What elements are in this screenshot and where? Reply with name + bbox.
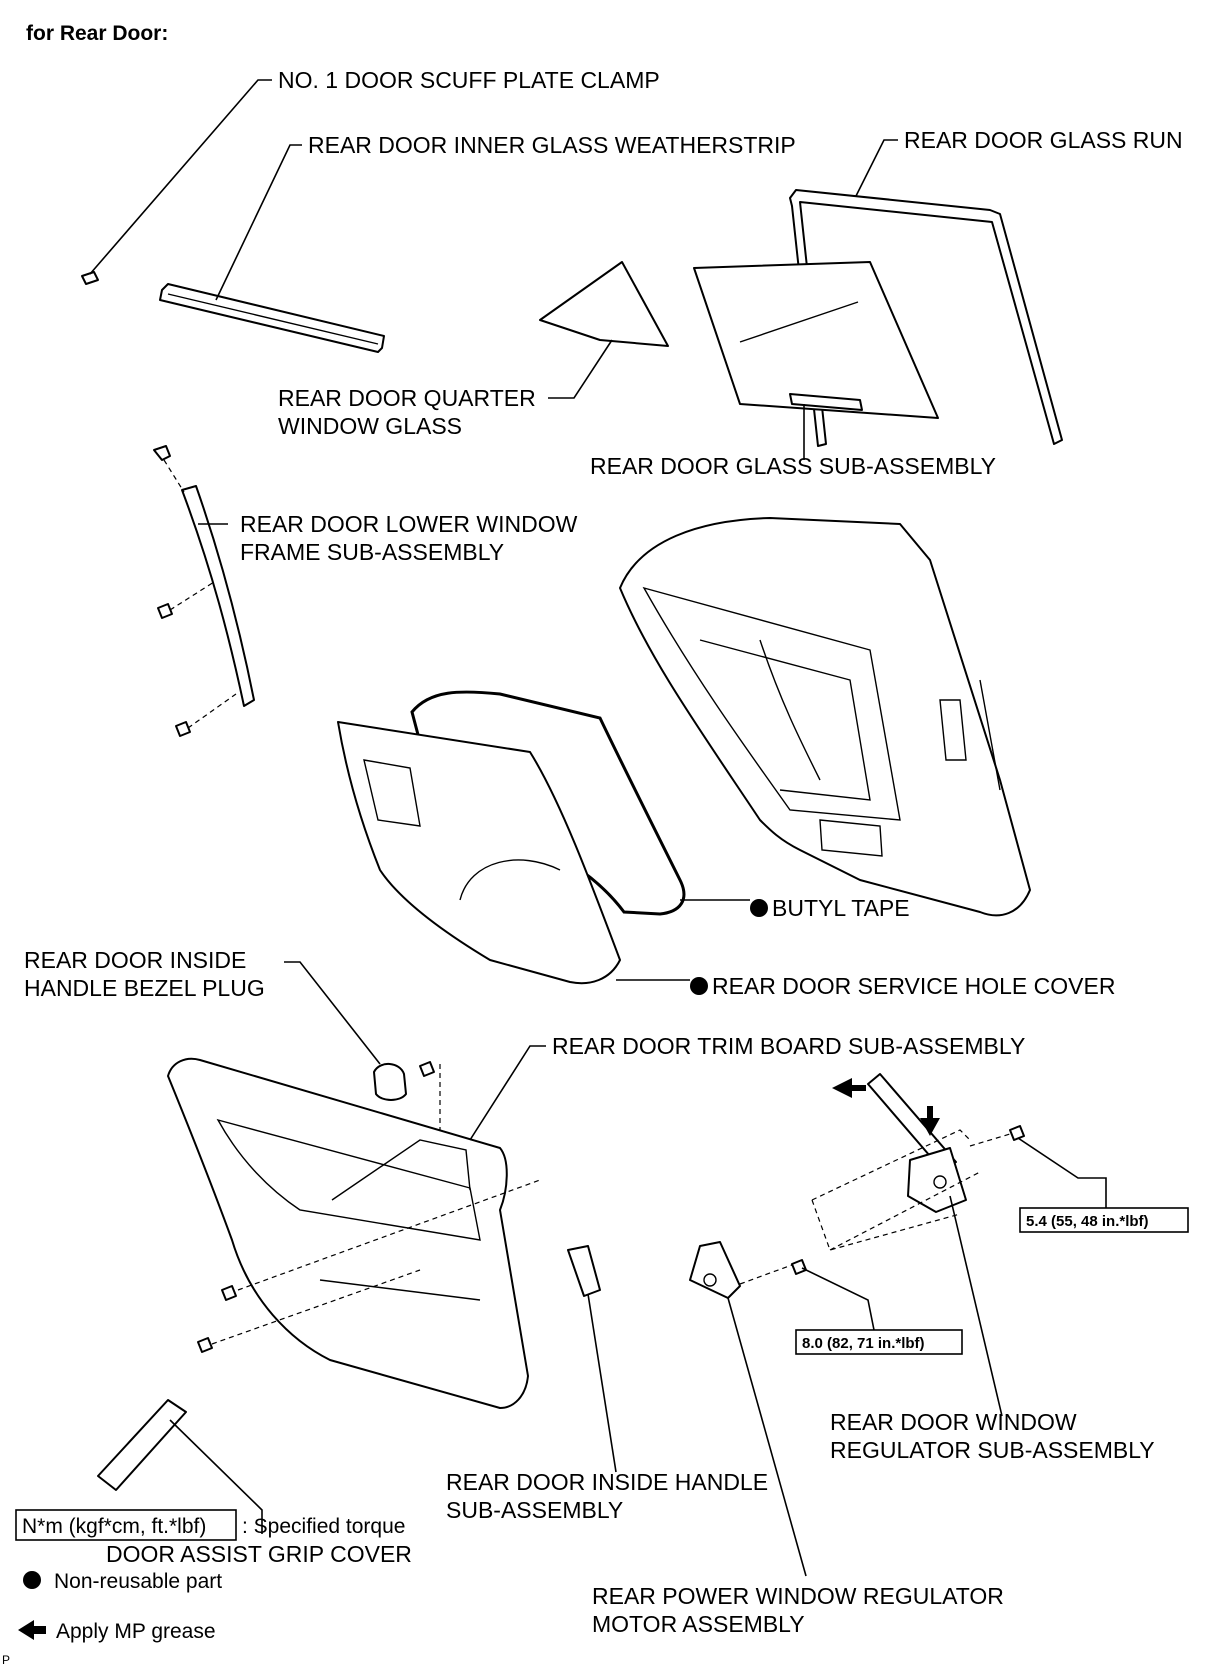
torque-upper-box — [1019, 1207, 1189, 1233]
butyl-tape-nonreusable-mark — [750, 899, 768, 917]
lower-window-frame-part — [153, 445, 255, 737]
torque-upper-value: 5.4 (55, 48 in.*lbf) — [1026, 1213, 1149, 1230]
footer-mark: P — [2, 1653, 10, 1667]
glass-sub-assembly-part — [693, 261, 939, 419]
torque-lower-value: 8.0 (82, 71 in.*lbf) — [802, 1335, 925, 1352]
regulator-motor-leader — [727, 1297, 807, 1577]
service-cover-nonreusable-mark — [690, 977, 708, 995]
regulator-label-2: REGULATOR SUB-ASSEMBLY — [830, 1437, 1155, 1463]
bezel-plug-label-1: REAR DOOR INSIDE — [24, 947, 246, 973]
door-panel-part — [619, 517, 1031, 917]
lower-frame-label-1: REAR DOOR LOWER WINDOW — [240, 511, 578, 537]
legend-torque-box — [15, 1509, 237, 1541]
torque-lower-leader — [801, 1267, 875, 1331]
assist-grip-cover-part — [97, 1399, 187, 1491]
grip-cover-label: DOOR ASSIST GRIP COVER — [106, 1541, 412, 1567]
regulator-leader — [949, 1195, 1003, 1417]
legend: N*m (kgf*cm, ft.*lbf) : Specified torque… — [15, 1509, 405, 1643]
inside-handle-part — [567, 1245, 601, 1297]
quarter-glass-label-1: REAR DOOR QUARTER — [278, 385, 536, 411]
torque-lower-box — [795, 1329, 963, 1355]
diagram-header: for Rear Door: — [26, 22, 168, 45]
lower-frame-label-2: FRAME SUB-ASSEMBLY — [240, 539, 504, 565]
grease-arrow-2 — [920, 1106, 940, 1136]
regulator-label-1: REAR DOOR WINDOW — [830, 1409, 1077, 1435]
window-regulator-part — [791, 1073, 1025, 1275]
grip-cover-leader — [169, 1419, 263, 1534]
glass-run-label: REAR DOOR GLASS RUN — [904, 127, 1183, 153]
legend-nonreusable-text: Non-reusable part — [54, 1570, 222, 1593]
scuff-clamp-label: NO. 1 DOOR SCUFF PLATE CLAMP — [278, 67, 660, 93]
service-cover-label: REAR DOOR SERVICE HOLE COVER — [712, 973, 1115, 999]
bezel-plug-leader — [284, 961, 381, 1065]
legend-nonreusable-dot — [23, 1571, 41, 1589]
scuff-clamp-leader — [89, 79, 272, 275]
service-hole-cover-part — [337, 721, 621, 985]
bezel-plug-part — [373, 1061, 441, 1130]
glass-run-leader — [855, 139, 898, 197]
quarter-glass-label-2: WINDOW GLASS — [278, 413, 462, 439]
motor-label-1: REAR POWER WINDOW REGULATOR — [592, 1583, 1004, 1609]
grease-arrow-1 — [832, 1078, 866, 1098]
motor-label-2: MOTOR ASSEMBLY — [592, 1611, 805, 1637]
legend-torque-unit: N*m (kgf*cm, ft.*lbf) — [22, 1515, 206, 1538]
inner-weatherstrip-part — [159, 283, 385, 353]
inside-handle-label-2: SUB-ASSEMBLY — [446, 1497, 623, 1523]
quarter-glass-part — [539, 261, 669, 347]
regulator-motor-part — [689, 1241, 801, 1299]
bezel-plug-label-2: HANDLE BEZEL PLUG — [24, 975, 265, 1001]
legend-grease-text: Apply MP grease — [56, 1620, 216, 1643]
glass-sub-label: REAR DOOR GLASS SUB-ASSEMBLY — [590, 453, 996, 479]
inner-weatherstrip-label: REAR DOOR INNER GLASS WEATHERSTRIP — [308, 132, 796, 158]
trim-board-label: REAR DOOR TRIM BOARD SUB-ASSEMBLY — [552, 1033, 1025, 1059]
legend-torque-desc: : Specified torque — [242, 1515, 405, 1538]
butyl-tape-label: BUTYL TAPE — [772, 895, 910, 921]
trim-board-leader — [469, 1045, 546, 1141]
inside-handle-label-1: REAR DOOR INSIDE HANDLE — [446, 1469, 768, 1495]
inside-handle-leader — [587, 1293, 617, 1473]
legend-grease-arrow-icon — [18, 1620, 46, 1640]
quarter-glass-leader — [548, 339, 613, 399]
inner-weatherstrip-leader — [215, 144, 302, 301]
torque-upper-leader — [1017, 1137, 1107, 1208]
trim-board-part — [167, 1057, 541, 1409]
